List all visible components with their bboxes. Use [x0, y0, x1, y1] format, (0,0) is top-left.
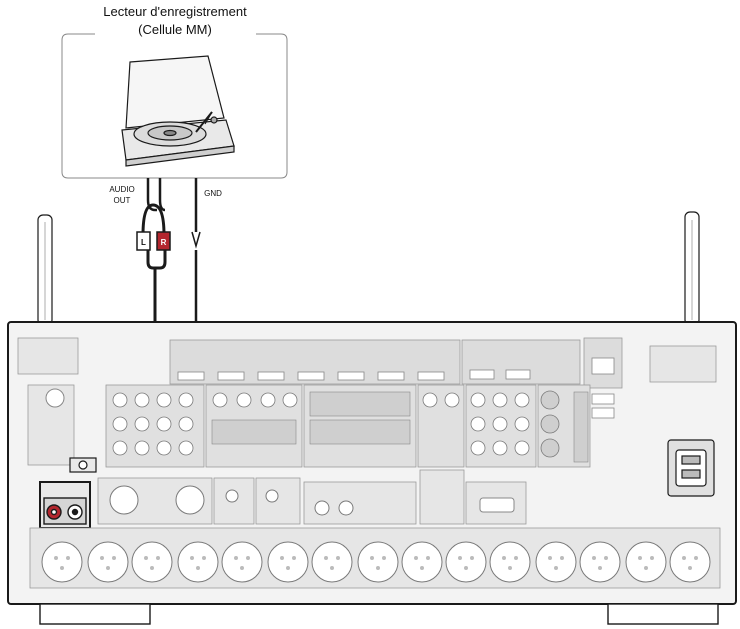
usb-ports: [591, 393, 615, 419]
audio-out-label-line1: AUDIO: [109, 185, 135, 194]
rca-plug-right-label: R: [161, 238, 167, 247]
receiver-feet: [39, 603, 719, 625]
tuner-section: [17, 337, 79, 466]
ground-lug: [191, 231, 201, 249]
rca-plug-left: [136, 231, 151, 251]
xlr-inputs: [109, 485, 354, 516]
rca-jacks: [112, 390, 560, 458]
turntable-icon: [121, 55, 235, 167]
rca-plug-left-label: L: [141, 238, 146, 247]
audio-out-label-line2: OUT: [113, 196, 131, 205]
turntable-frame: [61, 33, 288, 179]
preout-xlr-pins: [54, 556, 698, 570]
rca-plug-right: [156, 231, 171, 251]
preout-xlr-connectors: [41, 541, 711, 583]
speaker-terminals: [211, 391, 589, 463]
audio-out-label: AUDIO OUT: [100, 184, 144, 206]
device-subtitle: (Cellule MM): [138, 22, 212, 37]
rs232-port: [479, 497, 515, 513]
power-inlet: [667, 439, 715, 497]
device-title: Lecteur d'enregistrement: [103, 4, 247, 19]
phono-input: [39, 481, 91, 529]
hdmi-ports: [177, 357, 615, 381]
bluetooth-label-plate: [649, 345, 717, 383]
hdmi-section: [169, 337, 623, 389]
signal-ground-terminal: [69, 457, 97, 473]
gnd-label: GND: [204, 189, 222, 198]
